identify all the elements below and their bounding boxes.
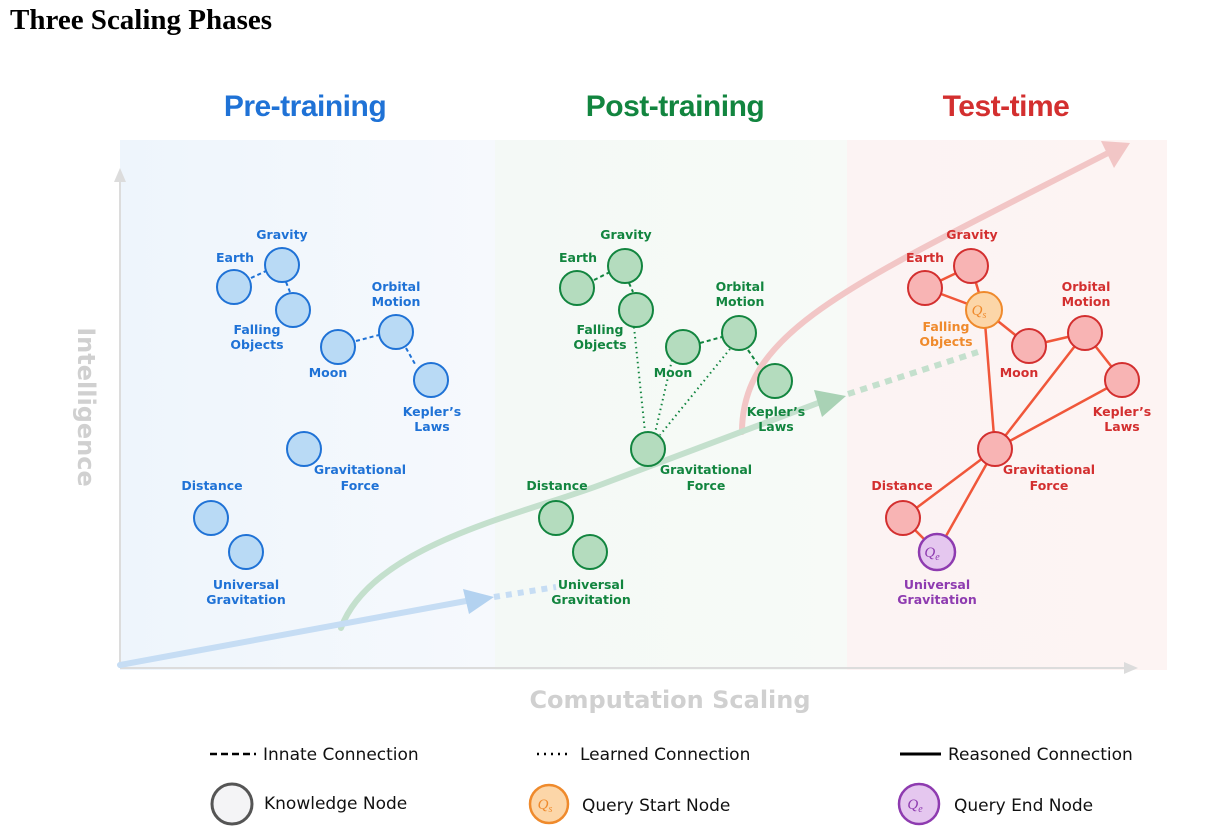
knowledge-node: [264, 247, 300, 283]
svg-text:Learned Connection: Learned Connection: [580, 745, 750, 765]
test-time-arrowhead: [1101, 141, 1130, 168]
post-training-arrowhead: [814, 390, 846, 417]
page-title: Three Scaling Phases: [10, 4, 273, 36]
knowledge-node: [216, 269, 252, 305]
svg-text:Distance: Distance: [181, 478, 242, 493]
svg-text:Reasoned Connection: Reasoned Connection: [948, 745, 1133, 765]
svg-text:Moon: Moon: [309, 365, 348, 380]
post-training-curve: [338, 400, 821, 631]
knowledge-node: [618, 292, 654, 328]
svg-text:Query Start Node: Query Start Node: [582, 796, 730, 816]
knowledge-node: [559, 270, 595, 306]
svg-text:Earth: Earth: [216, 250, 254, 265]
svg-text:Moon: Moon: [1000, 365, 1039, 380]
svg-text:Moon: Moon: [654, 365, 693, 380]
knowledge-node: [977, 431, 1013, 467]
pre-training-nodes: [193, 247, 449, 570]
knowledge-node: [275, 292, 311, 328]
post-training-innate-edges: [593, 271, 760, 367]
knowledge-node: [1104, 362, 1140, 398]
legend: Innate Connection Learned Connection Rea…: [210, 745, 1133, 826]
knowledge-node: [953, 248, 989, 284]
knowledge-node: [193, 500, 229, 536]
test-time-curve: [739, 149, 1113, 435]
knowledge-node: [665, 329, 701, 365]
legend-reasoned: Reasoned Connection: [900, 745, 1133, 765]
pre-training-edges: [250, 270, 416, 365]
knowledge-node: [413, 362, 449, 398]
knowledge-node: [721, 315, 757, 351]
x-axis-label: Computation Scaling: [529, 686, 810, 714]
knowledge-node: [1067, 315, 1103, 351]
legend-query-start-node: Qs Query Start Node: [528, 783, 730, 825]
legend-learned: Learned Connection: [537, 745, 750, 765]
scaling-curves: [117, 141, 1130, 668]
phase-title-post: Post-training: [586, 90, 765, 123]
knowledge-node: [607, 248, 643, 284]
knowledge-node: [907, 270, 943, 306]
query-end-node: Qe: [917, 532, 957, 572]
svg-text:Gravity: Gravity: [600, 227, 651, 242]
pre-training-arrowhead: [463, 589, 494, 614]
test-time-nodes: [885, 248, 1140, 536]
axes: Computation Scaling Intelligence: [72, 168, 1138, 714]
svg-text:Query End Node: Query End Node: [954, 796, 1093, 816]
knowledge-node: [320, 329, 356, 365]
knowledge-node: [538, 500, 574, 536]
phase-title-test: Test-time: [943, 90, 1070, 123]
svg-text:Gravity: Gravity: [256, 227, 307, 242]
legend-query-end-node: Qe Query End Node: [897, 782, 1093, 826]
svg-text:Innate Connection: Innate Connection: [263, 745, 419, 765]
post-training-learned-edges: [633, 326, 731, 436]
knowledge-node: [1011, 328, 1047, 364]
query-start-node: Qs: [965, 291, 1003, 329]
svg-text:Gravity: Gravity: [946, 227, 997, 242]
knowledge-node: [228, 534, 264, 570]
pre-training-curve: [117, 598, 469, 668]
phase-title-pre: Pre-training: [224, 90, 386, 123]
svg-text:Distance: Distance: [526, 478, 587, 493]
post-training-dotted: [847, 349, 979, 397]
y-axis-label: Intelligence: [72, 327, 100, 487]
svg-text:Earth: Earth: [906, 250, 944, 265]
post-training-panel: [495, 140, 847, 670]
knowledge-node: [378, 314, 414, 350]
pre-training-dotted: [493, 584, 557, 600]
knowledge-node: [630, 431, 666, 467]
pre-training-panel: [120, 140, 495, 670]
svg-text:Knowledge Node: Knowledge Node: [264, 794, 407, 814]
knowledge-node: [286, 431, 322, 467]
legend-innate: Innate Connection: [210, 745, 419, 765]
svg-text:Earth: Earth: [559, 250, 597, 265]
test-time-panel: [847, 140, 1167, 670]
post-training-nodes: [538, 248, 793, 570]
knowledge-node: [572, 534, 608, 570]
legend-knowledge-node: Knowledge Node: [210, 782, 407, 826]
knowledge-node: [885, 500, 921, 536]
svg-text:Distance: Distance: [871, 478, 932, 493]
knowledge-node: [757, 363, 793, 399]
